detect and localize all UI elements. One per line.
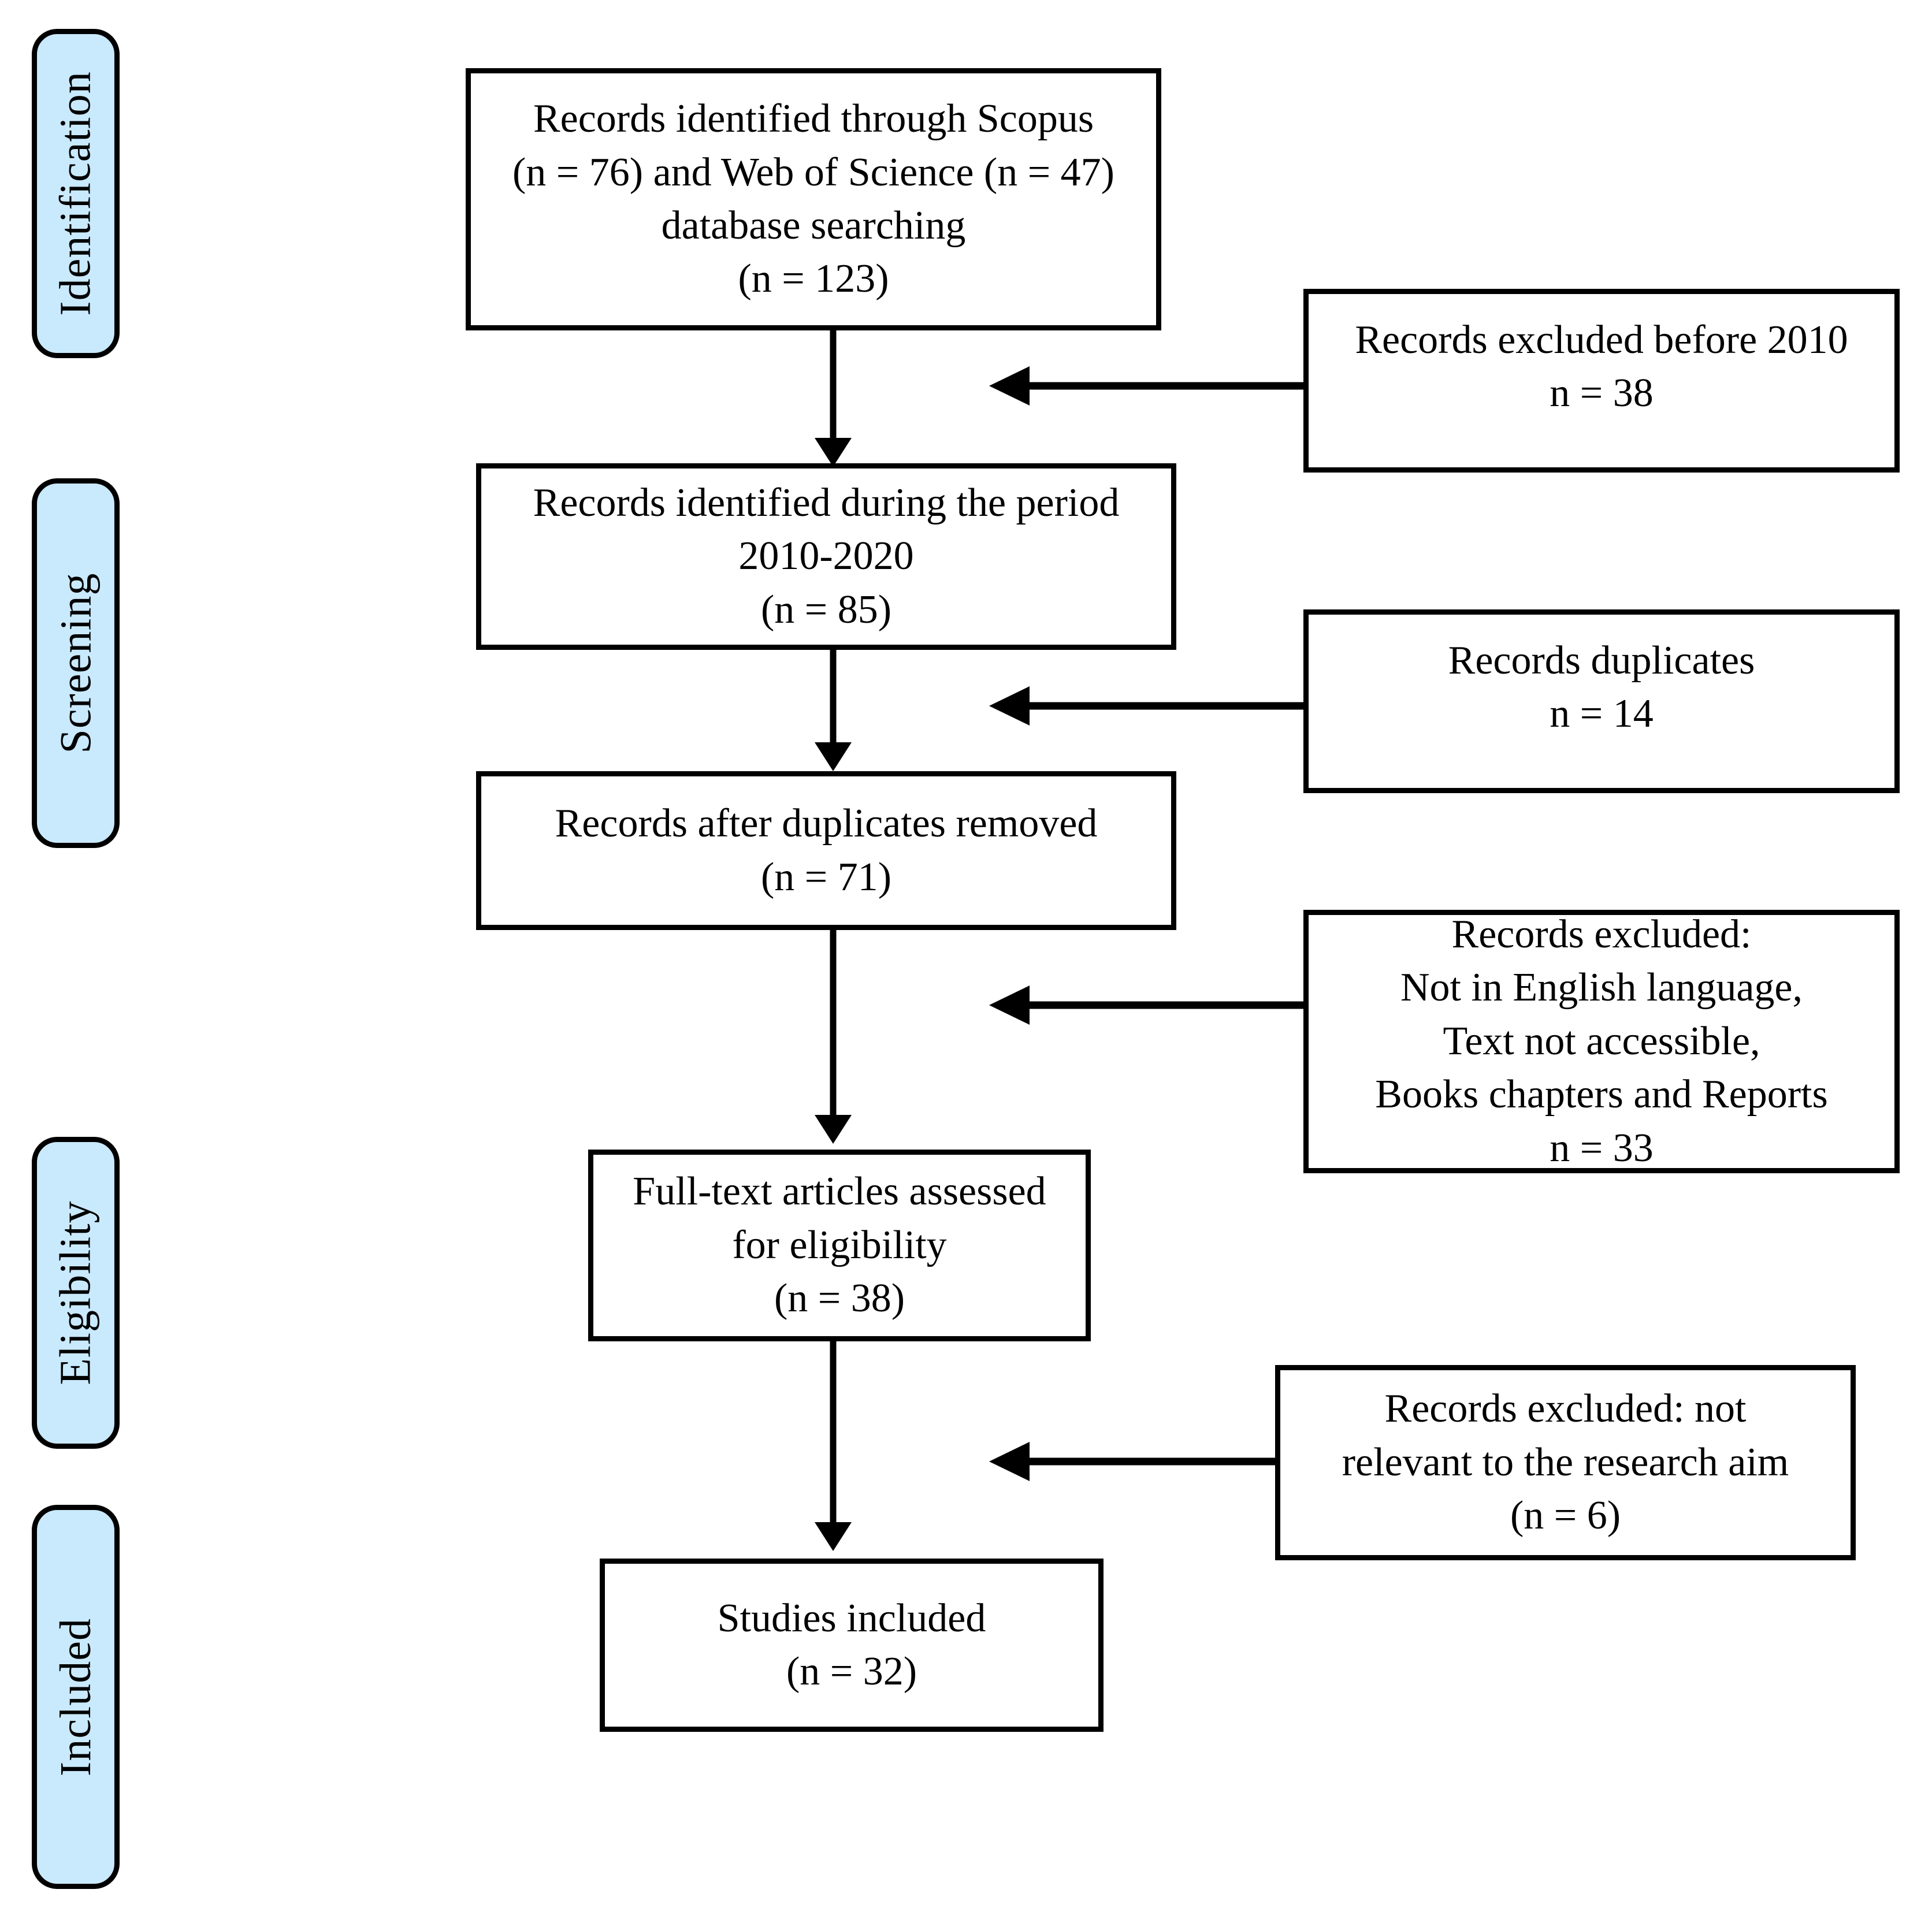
box-studies-included-text: Studies included (n = 32): [605, 1592, 1098, 1699]
box-excluded-before-2010: Records excluded before 2010 n = 38: [1303, 289, 1900, 473]
box-excluded-criteria-text: Records excluded: Not in English languag…: [1309, 908, 1894, 1175]
connector-fulltext-to-included: [815, 1341, 852, 1551]
connector-identified-to-period: [815, 330, 852, 467]
connector-period-to-after-duplicates: [815, 650, 852, 771]
stage-label-identification: Identification: [51, 71, 101, 316]
box-line: (n = 32): [786, 1649, 917, 1694]
box-records-after-duplicates: Records after duplicates removed (n = 71…: [476, 771, 1176, 930]
box-line: Records identified through Scopus: [533, 96, 1094, 142]
box-line: for eligibility: [732, 1222, 947, 1267]
box-records-identified-period-text: Records identified during the period 201…: [481, 477, 1171, 637]
box-line: n = 38: [1550, 371, 1654, 416]
box-line: Not in English language,: [1400, 965, 1803, 1010]
box-line: Books chapters and Reports: [1375, 1072, 1828, 1117]
box-records-duplicates: Records duplicates n = 14: [1303, 609, 1900, 793]
box-records-duplicates-text: Records duplicates n = 14: [1309, 615, 1894, 741]
box-excluded-not-relevant: Records excluded: not relevant to the re…: [1275, 1365, 1856, 1560]
stage-label-included: Included: [51, 1617, 101, 1776]
box-records-identified-text: Records identified through Scopus (n = 7…: [471, 92, 1156, 306]
box-full-text-assessed: Full-text articles assessed for eligibil…: [588, 1150, 1091, 1341]
connector-excluded-not-relevant: [989, 1442, 1275, 1481]
connector-duplicates: [989, 686, 1303, 726]
stage-pill-eligibility: Eligibility: [32, 1137, 120, 1449]
box-line: n = 33: [1550, 1125, 1654, 1170]
box-records-identified-period: Records identified during the period 201…: [476, 463, 1176, 650]
box-line: Records duplicates: [1448, 638, 1755, 683]
connector-excluded-criteria: [989, 985, 1303, 1025]
box-line: Records identified during the period: [533, 480, 1120, 525]
stage-pill-screening: Screening: [32, 478, 120, 848]
box-line: (n = 123): [738, 256, 889, 302]
box-line: database searching: [661, 203, 966, 248]
box-excluded-before-2010-text: Records excluded before 2010 n = 38: [1309, 294, 1894, 421]
box-studies-included: Studies included (n = 32): [600, 1559, 1104, 1732]
box-line: Text not accessible,: [1443, 1018, 1760, 1063]
box-records-identified: Records identified through Scopus (n = 7…: [466, 68, 1161, 330]
box-line: (n = 85): [760, 587, 892, 632]
box-line: Studies included: [717, 1596, 986, 1641]
stage-label-screening: Screening: [51, 572, 101, 754]
box-line: (n = 76) and Web of Science (n = 47): [512, 150, 1114, 195]
connector-excluded-2010: [989, 366, 1303, 406]
stage-pill-included: Included: [32, 1505, 120, 1889]
box-records-after-duplicates-text: Records after duplicates removed (n = 71…: [481, 797, 1171, 904]
box-line: 2010-2020: [738, 534, 914, 579]
box-line: Full-text articles assessed: [633, 1169, 1046, 1214]
box-line: relevant to the research aim: [1342, 1440, 1789, 1485]
box-line: (n = 71): [760, 854, 892, 899]
box-full-text-assessed-text: Full-text articles assessed for eligibil…: [593, 1165, 1086, 1325]
box-line: Records excluded:: [1451, 912, 1752, 957]
box-line: Records excluded: not: [1384, 1386, 1747, 1431]
box-line: (n = 38): [774, 1276, 905, 1321]
box-excluded-criteria: Records excluded: Not in English languag…: [1303, 910, 1900, 1173]
box-line: Records after duplicates removed: [555, 801, 1098, 846]
box-line: (n = 6): [1510, 1493, 1621, 1538]
box-line: n = 14: [1550, 691, 1654, 737]
stage-label-eligibility: Eligibility: [51, 1200, 101, 1385]
box-line: Records excluded before 2010: [1355, 318, 1848, 362]
box-excluded-not-relevant-text: Records excluded: not relevant to the re…: [1280, 1382, 1851, 1542]
connector-after-duplicates-to-fulltext: [815, 930, 852, 1144]
stage-pill-identification: Identification: [32, 29, 120, 358]
